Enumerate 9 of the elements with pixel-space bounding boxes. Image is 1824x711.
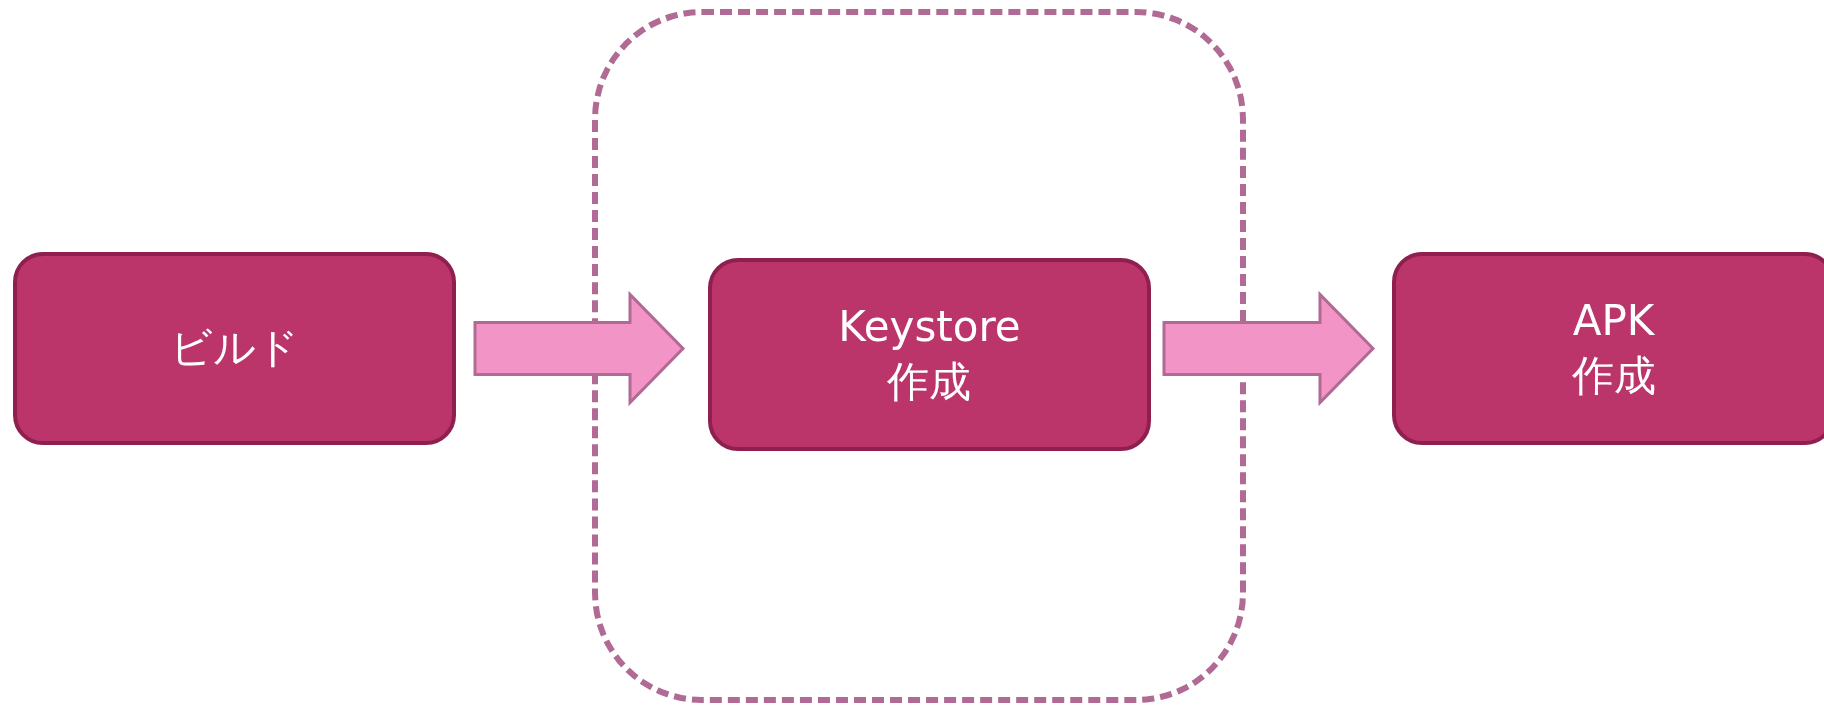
block-arrow bbox=[1162, 290, 1376, 407]
box-label: Keystore 作成 bbox=[838, 300, 1021, 408]
process-box bbox=[708, 258, 1151, 451]
process-box bbox=[13, 252, 456, 445]
process-box bbox=[1392, 252, 1824, 445]
box-label: APK 作成 bbox=[1571, 294, 1656, 402]
dashed-region bbox=[592, 9, 1246, 703]
block-arrow bbox=[473, 290, 686, 407]
box-label: ビルド bbox=[170, 322, 299, 375]
